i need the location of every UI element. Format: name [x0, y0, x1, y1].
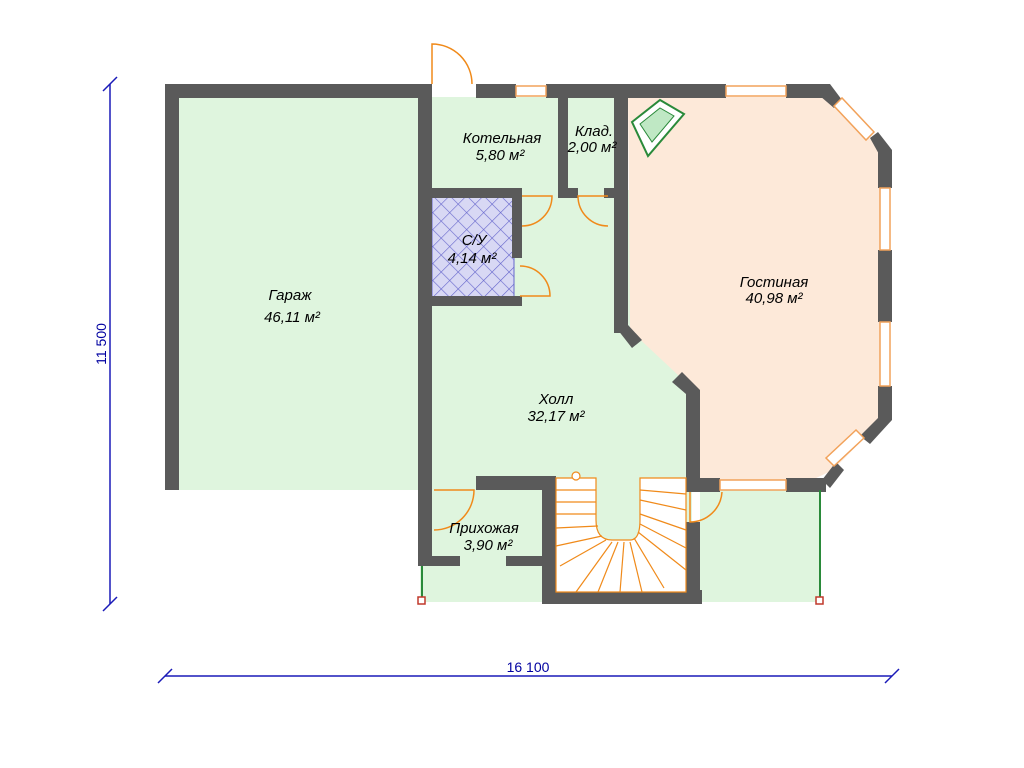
room-name-hall: Холл: [538, 391, 574, 408]
boiler-floor: [432, 97, 560, 192]
wall-bathroom-bottom: [432, 296, 522, 306]
doors: [431, 43, 723, 531]
wall-hall-left: [418, 300, 432, 490]
door-storage: [577, 195, 609, 227]
window-oct-ne: [832, 96, 876, 142]
wall-boiler-storage: [558, 98, 568, 194]
wall-bathroom-right: [512, 188, 522, 258]
wall-storage-right: [614, 98, 628, 333]
wall-entry-bottom-right: [506, 556, 546, 566]
porch-post-left: [417, 596, 426, 605]
garage-floor: [178, 97, 420, 490]
window-top-living: [725, 85, 787, 97]
walls: [165, 84, 892, 604]
living-room-floor: [628, 97, 882, 488]
room-name-storage: Клад.: [575, 123, 613, 140]
wall-garage-top: [165, 84, 420, 98]
door-boiler-exterior: [431, 43, 473, 85]
window-oct-e1: [879, 187, 891, 251]
terrace-floor: [700, 488, 820, 602]
room-name-boiler: Котельная: [463, 130, 541, 147]
room-labels: Гараж 46,11 м² Котельная 5,80 м² Клад. 2…: [264, 123, 808, 554]
storage-floor: [566, 97, 616, 192]
fireplace-icon: [630, 98, 686, 158]
wall-hall-bottom: [476, 476, 556, 490]
wall-storage-bottom-1: [558, 188, 578, 198]
dimension-width-label: 16 100: [507, 659, 550, 675]
wall-oct-5: [878, 386, 892, 420]
wall-lower-living: [686, 478, 720, 492]
wall-oct-1: [820, 84, 842, 108]
dimension-height-label: 11 500: [93, 323, 109, 365]
entry-porch-floor: [420, 488, 545, 602]
floors: [178, 97, 882, 602]
dimension-lines: 11 500 16 100: [93, 76, 900, 684]
wall-oct-3: [878, 150, 892, 188]
wall-garage-left: [165, 84, 179, 490]
wall-oct-6: [860, 418, 892, 444]
room-area-bathroom: 4,14 м²: [448, 250, 498, 267]
stair-outline: [555, 477, 687, 593]
wall-boiler-bottom: [432, 188, 514, 198]
stair-treads: [555, 489, 687, 593]
room-area-boiler: 5,80 м²: [476, 147, 526, 164]
windows: [515, 85, 891, 491]
dimension-vertical: 11 500: [93, 76, 118, 612]
wall-top-2: [546, 84, 726, 98]
door-boiler-hall: [521, 195, 553, 227]
staircase: [555, 471, 687, 593]
wall-oct-7: [822, 462, 844, 488]
wall-stair-right: [686, 522, 700, 604]
wall-living-lower: [672, 372, 700, 480]
wall-top-1: [476, 84, 516, 98]
room-area-garage: 46,11 м²: [264, 309, 321, 326]
room-name-garage: Гараж: [268, 287, 312, 304]
porch-post-right: [815, 596, 824, 605]
room-area-living: 40,98 м²: [746, 290, 804, 307]
door-terrace: [689, 491, 723, 523]
wall-stair-left: [542, 476, 556, 604]
wall-entry-bottom-left: [418, 556, 460, 566]
wall-top-3: [786, 84, 826, 98]
stair-start-marker: [571, 471, 581, 481]
room-name-bathroom: С/У: [462, 232, 488, 249]
window-oct-se: [824, 428, 866, 468]
room-area-storage: 2,00 м²: [567, 139, 618, 156]
wall-storage-bottom-2: [604, 188, 616, 198]
room-area-entry: 3,90 м²: [464, 537, 514, 554]
wall-entry-left: [418, 488, 432, 564]
window-oct-e2: [879, 321, 891, 387]
room-name-entry: Прихожая: [449, 520, 519, 537]
porch-posts: [417, 490, 824, 605]
window-top-boiler: [515, 85, 547, 97]
room-area-hall: 32,17 м²: [528, 408, 586, 425]
wall-living-diagonal: [614, 325, 642, 348]
door-entry: [433, 489, 475, 531]
wall-oct-4: [878, 250, 892, 322]
door-bathroom: [519, 265, 551, 297]
window-bottom-living: [719, 479, 787, 491]
wall-lower-living-2: [786, 478, 826, 492]
wall-stair-bottom: [542, 590, 702, 604]
dimension-horizontal: 16 100: [157, 659, 900, 684]
room-name-living: Гостиная: [740, 274, 809, 291]
